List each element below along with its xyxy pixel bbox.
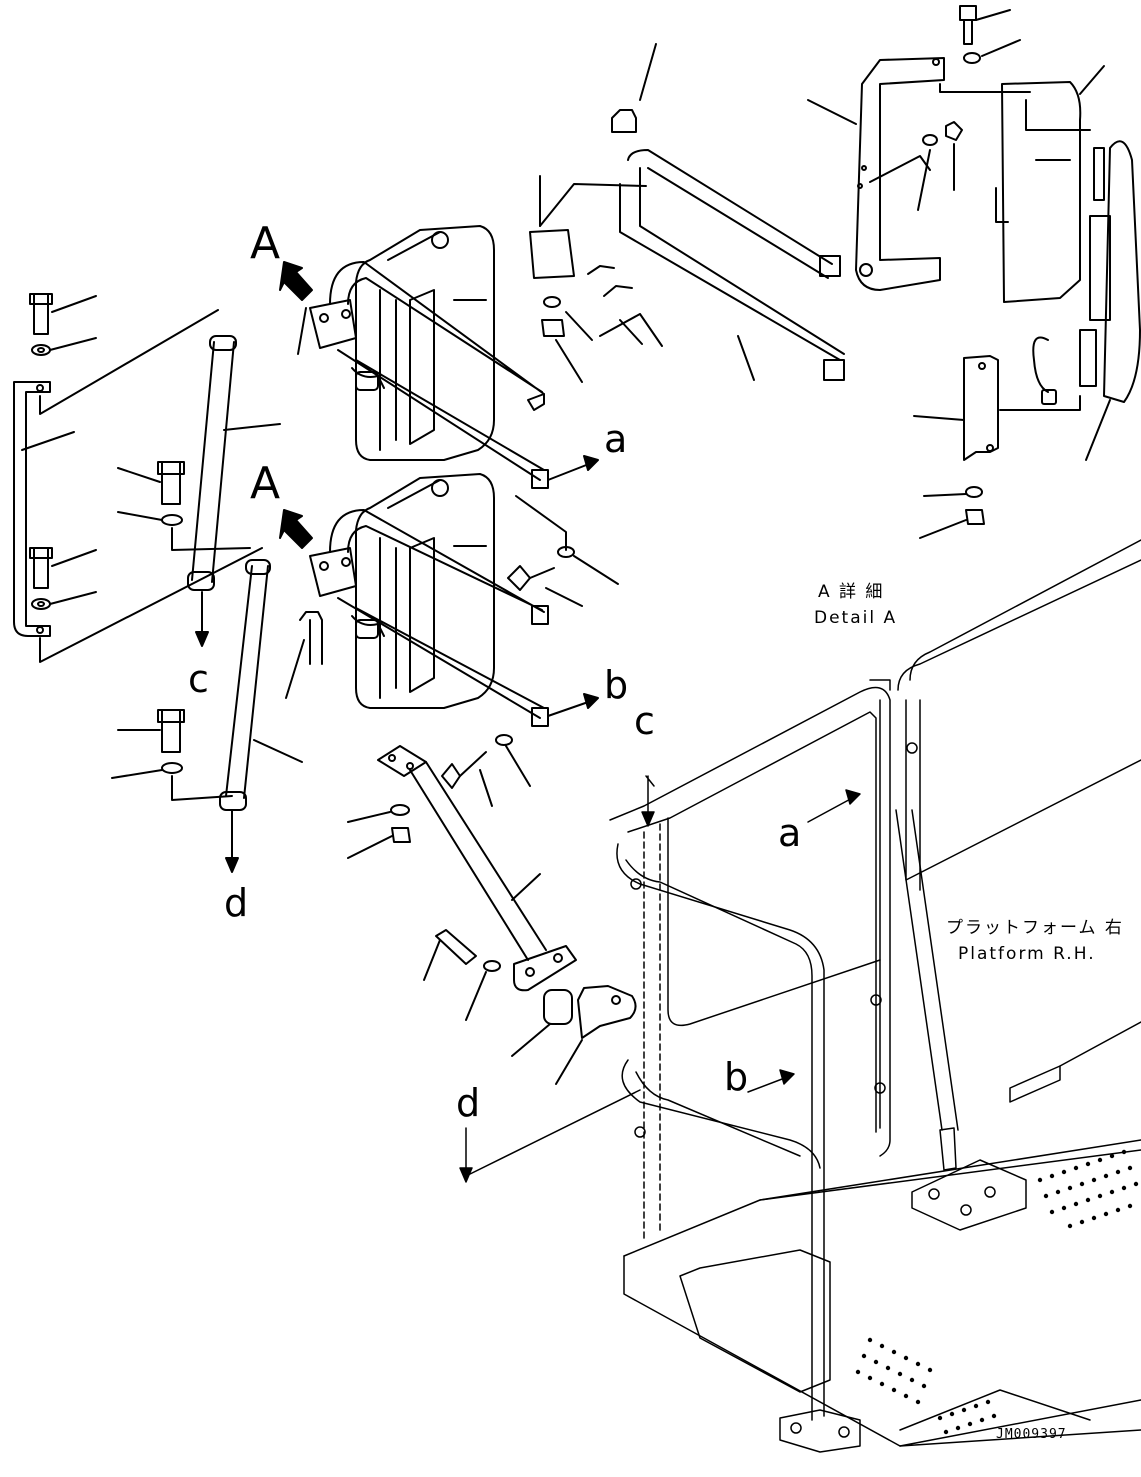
platform-label-d: d bbox=[456, 1081, 481, 1125]
view-arrow-upper bbox=[279, 261, 313, 301]
detail-title-en: Detail A bbox=[814, 608, 898, 628]
drawing-number: JM009397 bbox=[996, 1427, 1067, 1442]
arrow-label-a: a bbox=[604, 417, 628, 461]
diagonal-brace bbox=[347, 745, 637, 1085]
platform-rh-assembly bbox=[459, 539, 1141, 1453]
arrow-label-d: d bbox=[224, 881, 249, 925]
platform-name-jp: プラットフォーム 右 bbox=[946, 918, 1124, 938]
lamp-assembly-upper bbox=[297, 225, 549, 489]
platform-name-en: Platform R.H. bbox=[958, 944, 1096, 964]
detail-title-jp: A 詳 細 bbox=[818, 582, 885, 602]
view-label-a-lower: A bbox=[250, 458, 281, 509]
platform-label-b: b bbox=[724, 1055, 749, 1099]
view-arrow-lower bbox=[279, 509, 313, 549]
arrow-label-b: b bbox=[604, 663, 629, 707]
platform-floor-perforation bbox=[855, 1149, 1139, 1435]
strut-rod-upper bbox=[117, 335, 281, 647]
arrow-a-pointer bbox=[547, 455, 599, 481]
lamp-assembly-lower bbox=[309, 473, 549, 727]
platform-label-a: a bbox=[778, 811, 802, 855]
strut-rod-lower bbox=[111, 559, 303, 873]
mounting-hardware-center bbox=[285, 495, 619, 807]
side-bracket-assembly bbox=[13, 293, 263, 663]
arrow-label-c: c bbox=[188, 657, 209, 701]
view-label-a-upper: A bbox=[250, 218, 281, 269]
arrow-b-pointer bbox=[547, 693, 599, 717]
detail-a-assembly bbox=[529, 5, 1141, 539]
platform-label-c: c bbox=[634, 699, 655, 743]
